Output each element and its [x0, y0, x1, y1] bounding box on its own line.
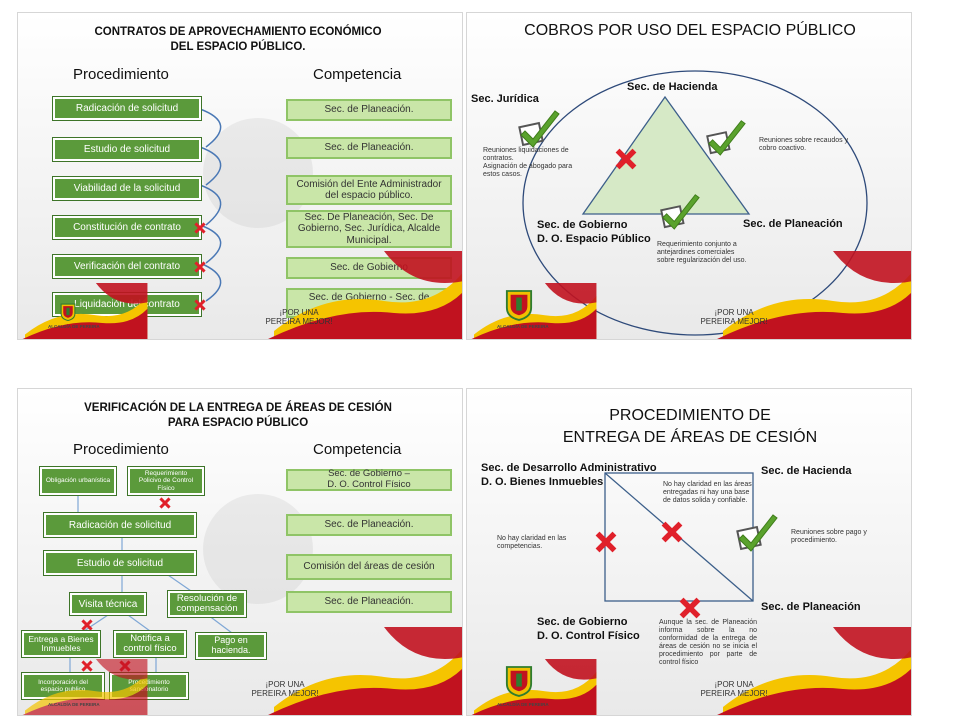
- checkbox-icon: [517, 105, 561, 149]
- competencia-item: Sec. de Planeación.: [286, 591, 452, 613]
- step-entrega: Entrega a Bienes Inmuebles: [21, 630, 101, 658]
- note-hacienda: Reuniones sobre recaudos y cobro coactiv…: [759, 137, 849, 153]
- flag-decoration: [18, 283, 148, 340]
- cross-icon: [193, 260, 207, 274]
- slide-verificacion: VERIFICACIÓN DE LA ENTREGA DE ÁREAS DE C…: [17, 388, 463, 716]
- watermark-emblem: [203, 494, 313, 604]
- flow-connectors: [198, 107, 222, 302]
- slide-cobros: COBROS POR USO DEL ESPACIO PÚBLICO Sec. …: [466, 12, 912, 340]
- slide-contratos: CONTRATOS DE APROVECHAMIENTO ECONÓMICO D…: [17, 12, 463, 340]
- checkbox-icon: [659, 189, 701, 231]
- flag-decoration: [264, 251, 463, 340]
- flag-decoration: [264, 627, 463, 716]
- column-procedimiento: Procedimiento: [73, 66, 169, 83]
- cross-icon: [158, 496, 172, 510]
- note-juridica: Reuniones liquidaciones de contratos. As…: [483, 147, 573, 179]
- competencia-item: Sec. de Gobierno – D. O. Control Físico: [286, 468, 452, 491]
- shield-icon: [60, 303, 76, 321]
- slide-title: CONTRATOS DE APROVECHAMIENTO ECONÓMICO D…: [94, 26, 382, 53]
- flag-decoration: [713, 251, 912, 340]
- step-radicacion: Radicación de solicitud: [52, 96, 202, 121]
- step-resolucion: Resolución de compensación: [167, 590, 247, 618]
- column-competencia: Competencia: [313, 66, 402, 83]
- step-estudio: Estudio de solicitud: [52, 137, 202, 162]
- column-competencia: Competencia: [313, 441, 402, 458]
- note-hacienda: Reuniones sobre pago y procedimiento.: [791, 529, 867, 545]
- step-radicacion: Radicación de solicitud: [43, 512, 197, 538]
- shield-icon: [505, 665, 533, 697]
- competencia-item: Sec. de Planeación.: [286, 99, 452, 121]
- step-notifica: Notifica a control físico: [113, 630, 187, 658]
- column-procedimiento: Procedimiento: [73, 441, 169, 458]
- competencia-item: Sec. de Planeación.: [286, 514, 452, 536]
- step-constitucion: Constitución de contrato: [52, 215, 202, 240]
- step-pago: Pago en hacienda.: [195, 632, 267, 660]
- cross-icon: [193, 221, 207, 235]
- box-requerimiento: Requerimiento Policivo de Control Físico: [127, 466, 205, 496]
- label-sec-hacienda: Sec. de Hacienda: [627, 81, 718, 93]
- step-verificacion: Verificación del contrato: [52, 254, 202, 279]
- slide-title: COBROS POR USO DEL ESPACIO PÚBLICO: [524, 22, 856, 39]
- note-gobierno-planeacion: Requerimiento conjunto a antejardines co…: [657, 241, 747, 265]
- cross-icon: [613, 146, 639, 172]
- footer-label: ALCALDÍA DE PEREIRA: [48, 324, 100, 329]
- note-competencias: No hay claridad en las competencias.: [497, 535, 567, 551]
- slide-title: VERIFICACIÓN DE LA ENTREGA DE ÁREAS DE C…: [84, 402, 392, 429]
- cross-icon: [193, 298, 207, 312]
- cross-icon: [80, 618, 94, 632]
- step-sancionatorio: Procedimiento sancionatorio: [109, 672, 189, 700]
- label-sec-hacienda: Sec. de Hacienda: [761, 465, 852, 477]
- step-visita-tecnica: Visita técnica: [69, 592, 147, 616]
- watermark-emblem: [203, 118, 313, 228]
- cross-icon: [677, 595, 703, 621]
- footer-label: ALCALDÍA DE PEREIRA: [497, 324, 549, 329]
- box-obligacion: Obligación urbanística: [39, 466, 117, 496]
- competencia-item: Sec. De Planeación, Sec. De Gobierno, Se…: [286, 210, 452, 248]
- cross-icon: [659, 519, 685, 545]
- flag-decoration: [713, 627, 912, 716]
- flow-connectors: [69, 493, 233, 673]
- note-bienes: No hay claridad en las áreas entregadas …: [663, 481, 752, 505]
- cross-icon: [593, 529, 619, 555]
- competencia-item: Comisión del Ente Administrador del espa…: [286, 175, 452, 205]
- competencia-item: Comisión del áreas de cesión: [286, 554, 452, 580]
- label-sec-planeacion: Sec. de Planeación: [761, 601, 861, 613]
- footer-label: ALCALDÍA DE PEREIRA: [48, 702, 100, 707]
- footer-label: ALCALDÍA DE PEREIRA: [497, 702, 549, 707]
- checkbox-icon: [705, 115, 747, 157]
- step-estudio: Estudio de solicitud: [43, 550, 197, 576]
- checkbox-icon: [735, 509, 779, 553]
- competencia-item: Sec. de Planeación.: [286, 137, 452, 159]
- step-viabilidad: Viabilidad de la solicitud: [52, 176, 202, 201]
- note-planeacion: Aunque la sec. de Planeación informa sob…: [659, 619, 757, 667]
- flag-decoration: [18, 659, 148, 716]
- label-sec-juridica: Sec. Jurídica: [471, 93, 539, 105]
- shield-icon: [505, 289, 533, 321]
- label-sec-planeacion: Sec. de Planeación: [743, 218, 843, 230]
